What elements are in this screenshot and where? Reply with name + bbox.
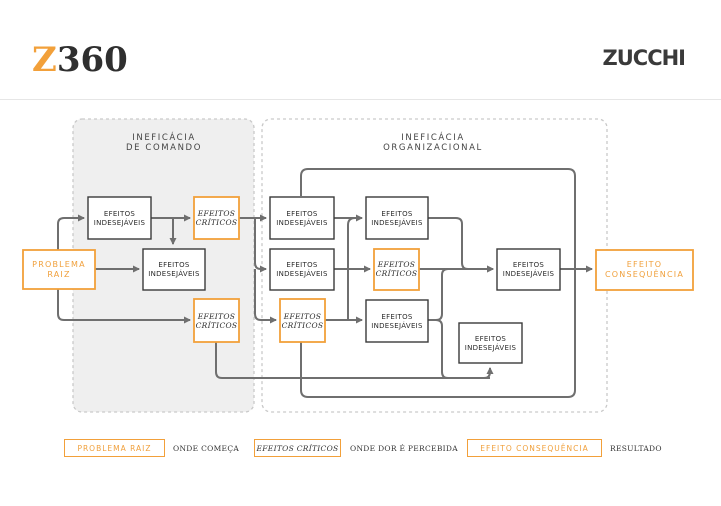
node-undesired-f-label-2: INDESEJÁVEIS [371,321,423,330]
node-root-label-2: RAIZ [47,270,70,279]
node-undesired-g-label-2: INDESEJÁVEIS [503,269,555,278]
legend-root-box: PROBLEMA RAIZ [64,439,165,457]
legend-consequence-desc: RESULTADO [610,444,662,453]
connectors [57,168,593,398]
node-critical-a: EFEITOS CRÍTICOS [193,196,240,240]
node-undesired-d: EFEITOS INDESEJÁVEIS [269,248,335,291]
logo-z: Z [32,40,57,80]
node-undesired-h-label-1: EFEITOS [475,335,507,343]
node-critical-b: EFEITOS CRÍTICOS [193,298,240,343]
node-undesired-c-label-2: INDESEJÁVEIS [276,218,328,227]
node-critical-d-label-2: CRÍTICOS [282,321,324,330]
legend-consequence-box: EFEITO CONSEQUÊNCIA [467,439,602,457]
region-command-title-2: DE COMANDO [126,143,202,153]
node-root-label-1: PROBLEMA [32,260,86,269]
node-critical-b-label-2: CRÍTICOS [196,321,238,330]
node-critical-a-label-1: EFEITOS [197,209,236,218]
legend-critical-desc: ONDE DOR É PERCEBIDA [350,444,458,453]
region-command-title-1: INEFICÁCIA [132,131,196,143]
node-critical-a-label-2: CRÍTICOS [196,218,238,227]
node-undesired-c-label-1: EFEITOS [286,210,318,218]
node-undesired-h: EFEITOS INDESEJÁVEIS [458,322,523,364]
region-organizational-title-1: INEFICÁCIA [401,131,465,143]
node-undesired-b: EFEITOS INDESEJÁVEIS [142,248,206,291]
node-consequence-label-2: CONSEQUÊNCIA [605,268,684,279]
node-critical-d: EFEITOS CRÍTICOS [279,298,326,343]
node-undesired-e-label-1: EFEITOS [381,210,413,218]
node-undesired-f: EFEITOS INDESEJÁVEIS [365,299,429,343]
node-undesired-e: EFEITOS INDESEJÁVEIS [365,196,429,240]
node-undesired-f-label-1: EFEITOS [381,313,413,321]
logo-360: 360 [56,40,128,80]
node-critical-b-label-1: EFEITOS [197,312,236,321]
node-undesired-a-label-2: INDESEJÁVEIS [94,218,146,227]
node-consequence: EFEITO CONSEQUÊNCIA [595,249,694,291]
node-undesired-e-label-2: INDESEJÁVEIS [371,218,423,227]
node-undesired-c: EFEITOS INDESEJÁVEIS [269,196,335,240]
node-undesired-b-label-2: INDESEJÁVEIS [148,269,200,278]
node-undesired-d-label-1: EFEITOS [286,261,318,269]
node-undesired-g-label-1: EFEITOS [513,261,545,269]
node-undesired-d-label-2: INDESEJÁVEIS [276,269,328,278]
region-organizational-title-2: ORGANIZACIONAL [383,143,483,153]
node-undesired-a: EFEITOS INDESEJÁVEIS [87,196,152,240]
node-undesired-b-label-1: EFEITOS [158,261,190,269]
node-critical-c-label-2: CRÍTICOS [376,269,418,278]
header-divider [0,99,721,100]
legend-critical-box: EFEITOS CRÍTICOS [254,439,341,457]
node-undesired-g: EFEITOS INDESEJÁVEIS [496,248,561,291]
legend-root-desc: ONDE COMEÇA [173,444,240,453]
node-root: PROBLEMA RAIZ [22,249,96,290]
zucchi-logo: ZUCCHI [602,46,686,70]
node-critical-d-label-1: EFEITOS [283,312,322,321]
node-critical-c: EFEITOS CRÍTICOS [373,248,420,291]
node-critical-c-label-1: EFEITOS [377,260,416,269]
node-undesired-a-label-1: EFEITOS [104,210,136,218]
node-undesired-h-label-2: INDESEJÁVEIS [465,343,517,352]
region-organizational [261,118,608,413]
z360-logo: Z360 [32,40,128,80]
node-consequence-label-1: EFEITO [627,260,662,269]
